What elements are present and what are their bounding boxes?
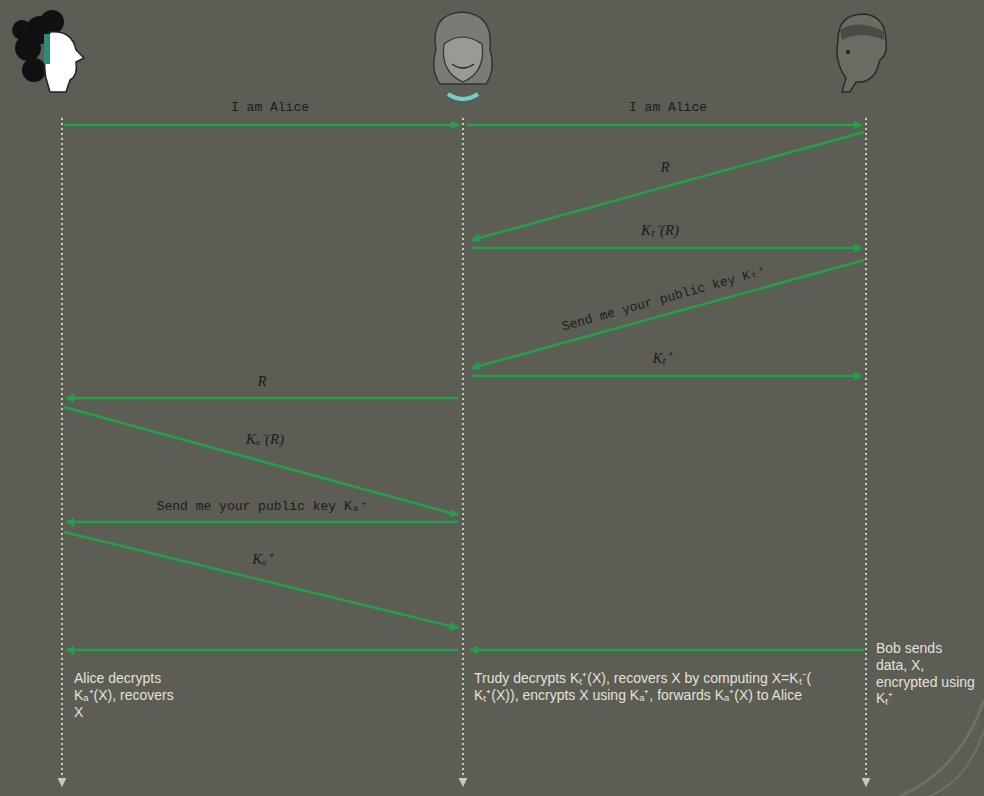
message-label: I am Alice (629, 101, 707, 116)
message-label: I am Alice (231, 101, 309, 116)
note-text: Trudy decrypts Kₜ⁺(X), recovers X by com… (474, 670, 834, 704)
message-label: Kₐ⁺ (252, 551, 271, 568)
message-label: Kₜ⁻(R) (641, 222, 679, 239)
message-label: Kₜ⁺ (652, 350, 671, 367)
note-text: Alice decrypts Kₐ⁺(X), recovers X (74, 670, 186, 720)
alice-figure (12, 10, 84, 92)
trudy-figure (434, 12, 493, 99)
note-text: Bob sends data, X, encrypted using Kₜ⁺ (876, 640, 976, 707)
message-label: R (257, 373, 266, 390)
bob-figure (837, 14, 886, 92)
message-label: R (660, 159, 669, 176)
message-label: Send me your public key Kₜ⁺ (560, 265, 767, 336)
message-label: Send me your public key Kₐ⁺ (157, 500, 368, 515)
message-label: Kₐ⁻(R) (246, 431, 285, 448)
